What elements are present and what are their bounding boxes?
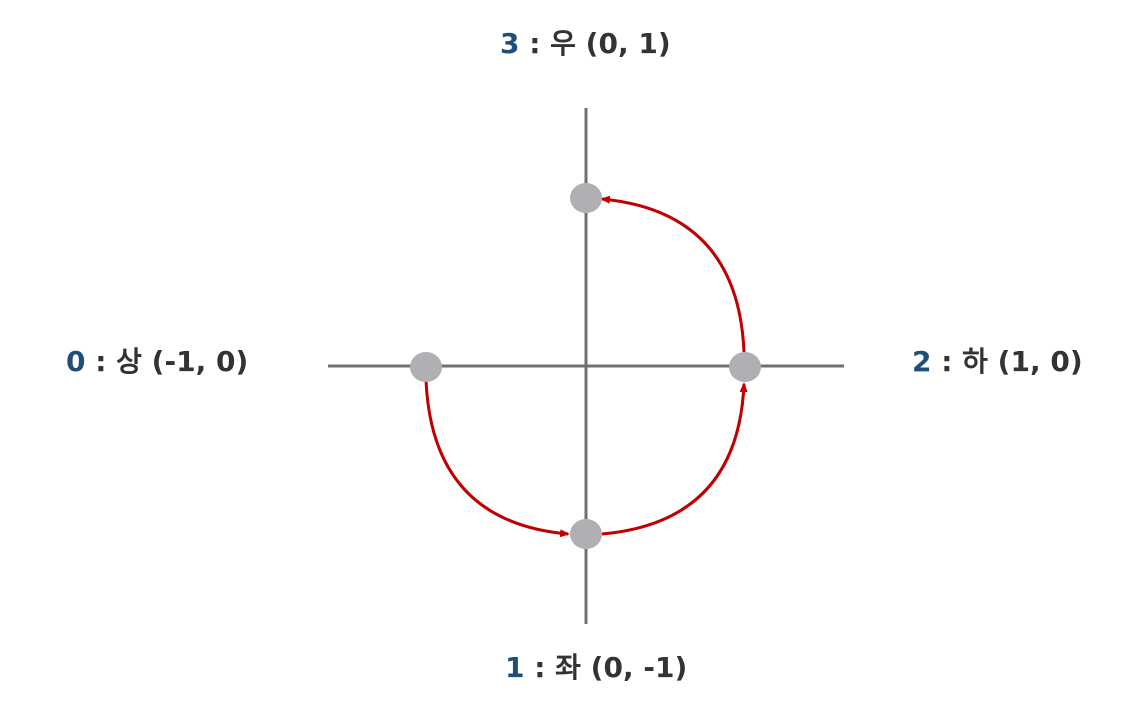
arrow-down-to-right: [600, 195, 746, 353]
direction-text: : 좌 (0, -1): [524, 651, 688, 684]
direction-label-left: 1 : 좌 (0, -1): [505, 651, 687, 685]
direction-index: 0: [66, 345, 86, 378]
arrow-left-to-down: [601, 382, 748, 536]
direction-index: 3: [500, 27, 520, 60]
node-down: [729, 352, 761, 382]
node-up: [410, 352, 442, 382]
direction-label-down: 2 : 하 (1, 0): [912, 345, 1083, 379]
direction-text: : 상 (-1, 0): [85, 345, 249, 378]
node-right: [570, 183, 602, 213]
direction-label-right: 3 : 우 (0, 1): [500, 27, 671, 61]
direction-text: : 하 (1, 0): [931, 345, 1083, 378]
direction-label-up: 0 : 상 (-1, 0): [66, 345, 248, 379]
arrow-up-to-left: [424, 379, 570, 538]
direction-index: 2: [912, 345, 932, 378]
direction-index: 1: [505, 651, 525, 684]
node-left: [570, 519, 602, 549]
direction-text: : 우 (0, 1): [519, 27, 671, 60]
